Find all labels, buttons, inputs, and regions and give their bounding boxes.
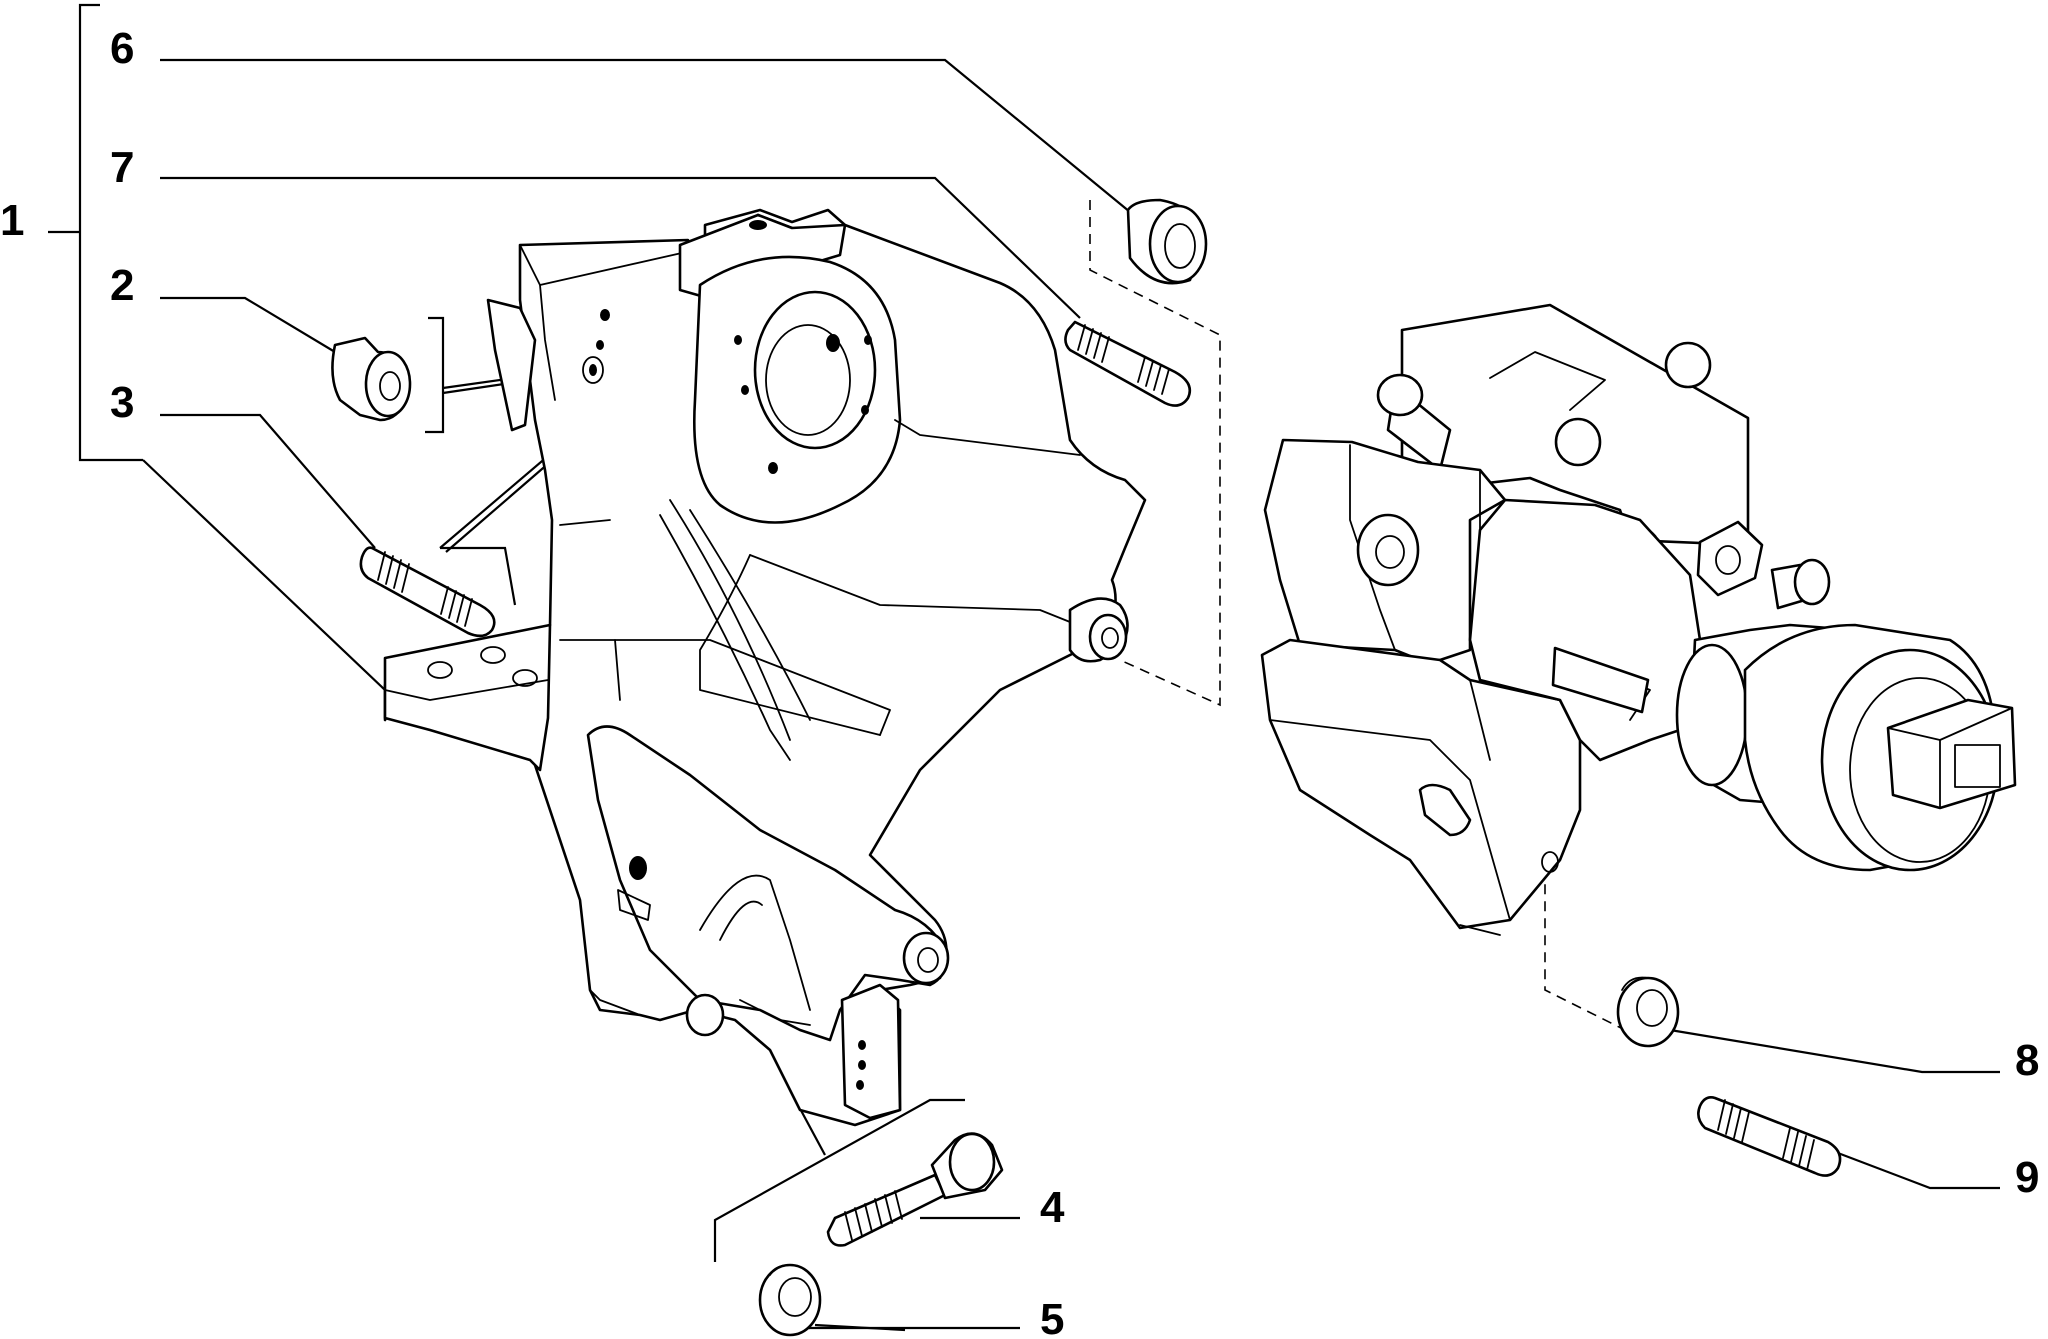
bolt-part-4[interactable] bbox=[826, 1132, 1004, 1247]
support-bracket-part-1[interactable] bbox=[383, 208, 1147, 1127]
bracket-2 bbox=[425, 316, 445, 434]
bracket-3 bbox=[440, 546, 517, 606]
callout-3[interactable]: 3 bbox=[110, 378, 134, 427]
callout-5[interactable]: 5 bbox=[1040, 1295, 1064, 1339]
callout-9[interactable]: 9 bbox=[2015, 1153, 2039, 1202]
leader-7 bbox=[160, 176, 1081, 319]
stud-part-7[interactable] bbox=[1064, 320, 1192, 407]
fuel-pump-assembly[interactable] bbox=[1260, 303, 2017, 936]
callout-8[interactable]: 8 bbox=[2015, 1036, 2039, 1085]
callout-1[interactable]: 1 bbox=[0, 196, 24, 245]
leader-8 bbox=[1669, 1028, 2000, 1074]
callout-2[interactable]: 2 bbox=[110, 261, 134, 310]
callout-4[interactable]: 4 bbox=[1040, 1183, 1065, 1232]
stud-part-3[interactable] bbox=[359, 546, 496, 638]
callout-7[interactable]: 7 bbox=[110, 143, 134, 192]
leader-5-b bbox=[814, 1323, 906, 1332]
bushing-part-6[interactable] bbox=[1126, 198, 1208, 285]
callout-6[interactable]: 6 bbox=[110, 24, 134, 73]
stud-part-9[interactable] bbox=[1697, 1096, 1842, 1177]
leader-9 bbox=[1829, 1148, 2000, 1190]
leader-3 bbox=[160, 413, 376, 549]
washer-part-5[interactable] bbox=[758, 1263, 822, 1337]
leader-6 bbox=[160, 58, 1131, 213]
plug-part-2[interactable] bbox=[331, 336, 412, 422]
bracket-4-5 bbox=[713, 1098, 965, 1262]
washer-part-8[interactable] bbox=[1616, 976, 1680, 1048]
leader-2 bbox=[160, 296, 341, 356]
